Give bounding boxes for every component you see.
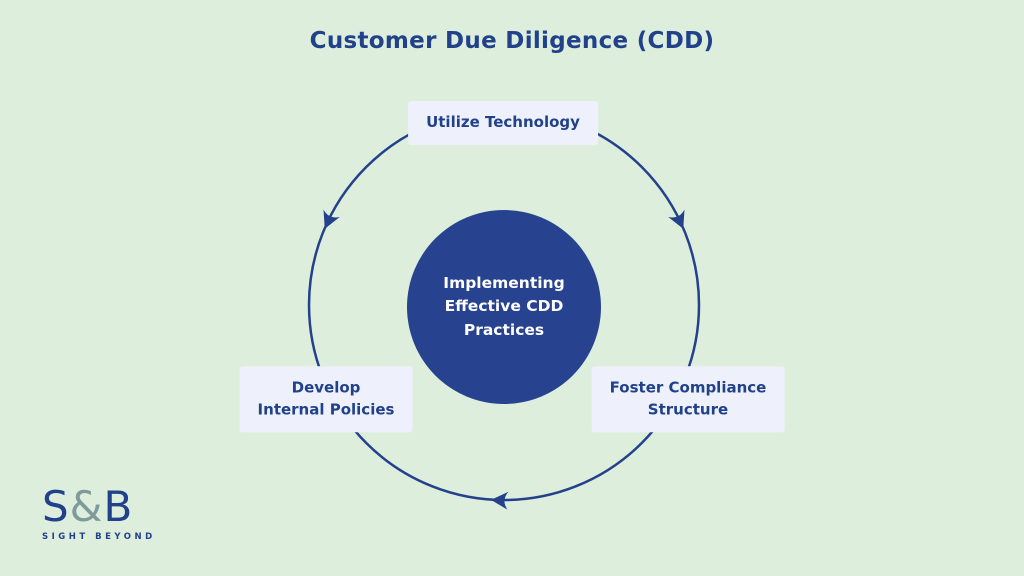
logo-ampersand: & bbox=[69, 482, 104, 531]
page-title: Customer Due Diligence (CDD) bbox=[309, 28, 715, 54]
arrowhead-right-icon bbox=[668, 209, 685, 229]
node-develop-line1: Develop bbox=[291, 378, 361, 397]
node-utilize-technology: Utilize Technology bbox=[408, 101, 598, 145]
logo-letter-b: B bbox=[103, 482, 134, 531]
center-circle: Implementing Effective CDD Practices bbox=[407, 210, 601, 404]
node-utilize-technology-label: Utilize Technology bbox=[426, 113, 580, 132]
node-foster-line1: Foster Compliance bbox=[609, 378, 767, 397]
center-circle-line2: Effective CDD bbox=[444, 297, 564, 316]
node-develop-internal-policies: Develop Internal Policies bbox=[239, 366, 413, 432]
node-develop-line2: Internal Policies bbox=[257, 400, 395, 418]
arrowhead-bottom-icon bbox=[491, 491, 509, 510]
node-foster-compliance-structure: Foster Compliance Structure bbox=[591, 366, 785, 432]
logo-mark: S&B bbox=[42, 486, 156, 528]
arrowhead-left-icon bbox=[323, 209, 340, 229]
node-foster-line2: Structure bbox=[647, 400, 729, 418]
center-circle-line3: Practices bbox=[463, 320, 545, 339]
center-circle-line1: Implementing bbox=[443, 274, 565, 293]
logo-letter-s: S bbox=[42, 482, 70, 531]
logo-tagline: SIGHT BEYOND bbox=[42, 532, 156, 542]
logo: S&B SIGHT BEYOND bbox=[42, 486, 156, 543]
